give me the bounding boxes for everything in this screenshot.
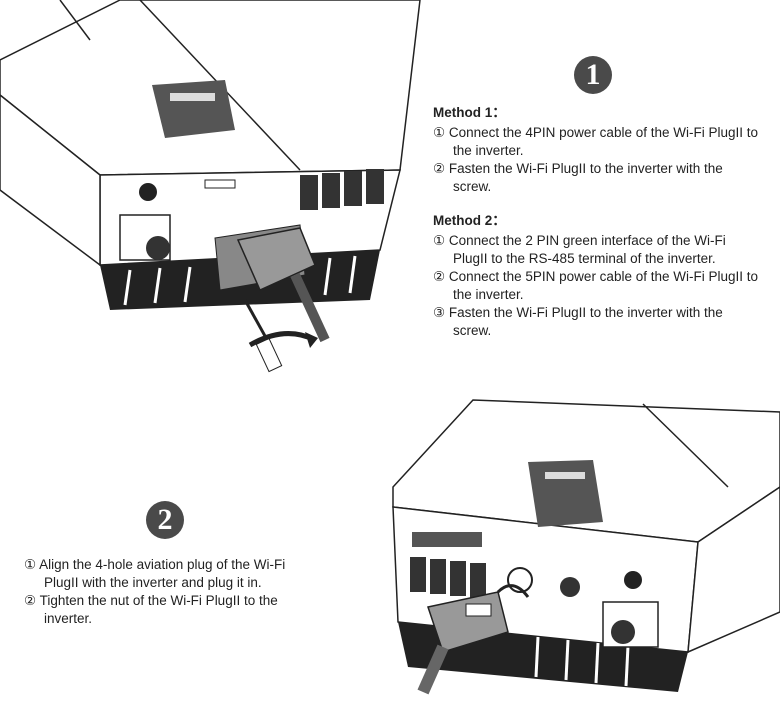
method-2-title: Method 2：: [433, 213, 506, 228]
method-1-step-2: ② Fasten the Wi-Fi PlugII to the inverte…: [433, 161, 723, 194]
inverter-illustration-step2: [392, 399, 780, 695]
method-2-step-3: ③ Fasten the Wi-Fi PlugII to the inverte…: [433, 305, 723, 338]
method-1-title: Method 1：: [433, 105, 506, 120]
inverter-illustration-method1: [0, 0, 421, 373]
method-2-step-1: ① Connect the 2 PIN green interface of t…: [433, 233, 726, 266]
method-1-step-1: ① Connect the 4PIN power cable of the Wi…: [433, 125, 759, 158]
step-1-instructions: Method 1： ① Connect the 4PIN power cable…: [433, 104, 763, 340]
step-2-item-1: ① Align the 4-hole aviation plug of the …: [24, 557, 286, 590]
step-2-instructions: ① Align the 4-hole aviation plug of the …: [24, 556, 309, 628]
step-2-badge: 2: [146, 501, 184, 539]
step-1-badge: 1: [574, 56, 612, 94]
step-2-item-2: ② Tighten the nut of the Wi-Fi PlugII to…: [24, 593, 278, 626]
method-2-step-2: ② Connect the 5PIN power cable of the Wi…: [433, 269, 759, 302]
